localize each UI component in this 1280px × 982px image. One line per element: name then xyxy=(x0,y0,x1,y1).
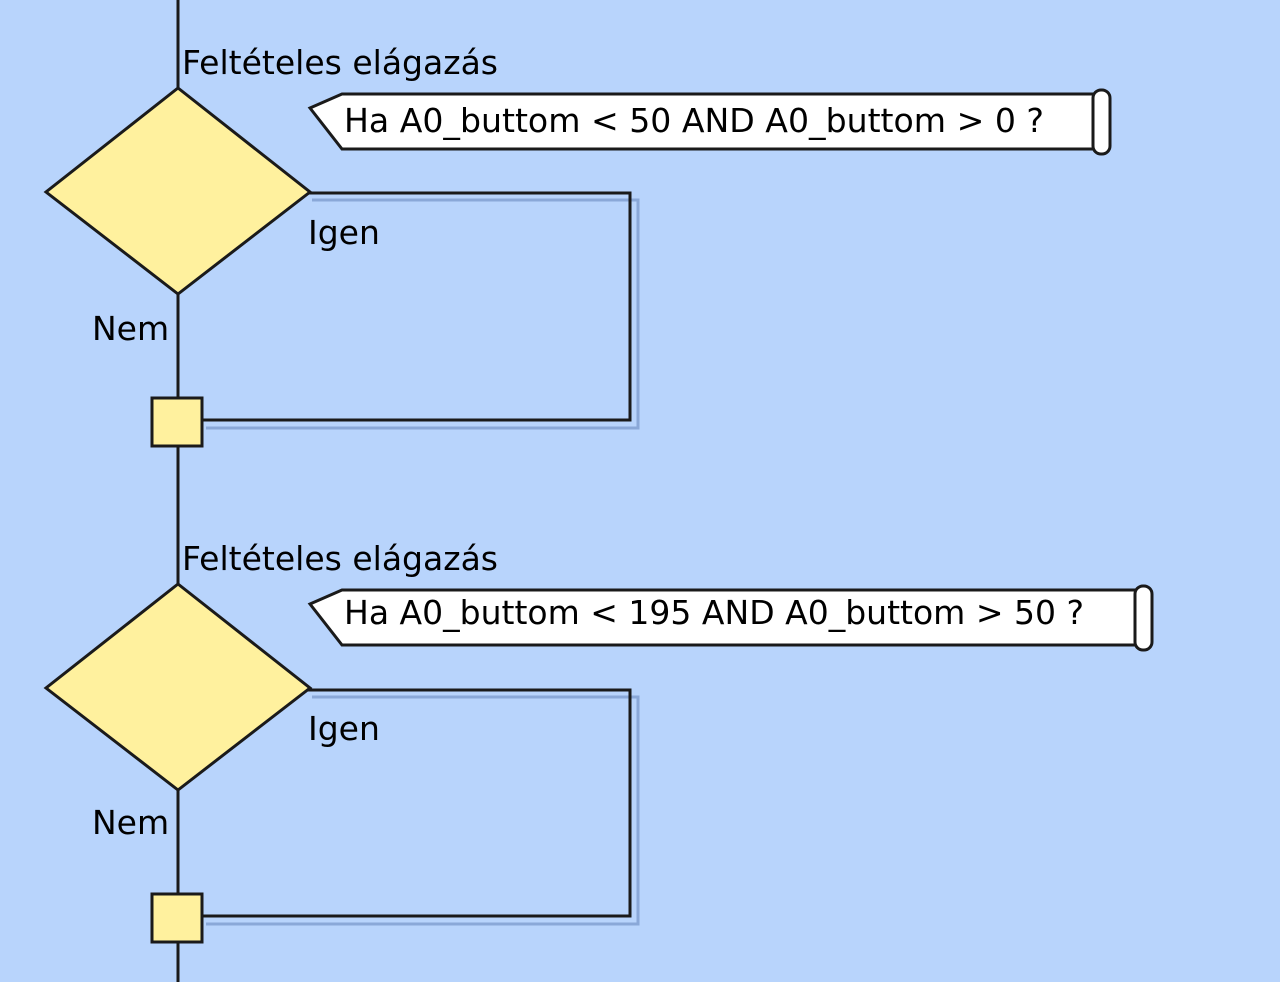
no-label: Nem xyxy=(92,803,169,842)
comment-scroll-end-2 xyxy=(1133,584,1154,652)
yes-label: Igen xyxy=(308,709,380,748)
yes-path-shadow-2 xyxy=(206,695,640,926)
decision-diamond-1[interactable] xyxy=(43,86,313,296)
branch-title: Feltételes elágazás xyxy=(182,43,498,82)
decision-diamond-2[interactable] xyxy=(43,582,313,792)
no-label: Nem xyxy=(92,309,169,348)
condition-text: Ha A0_buttom < 50 AND A0_buttom > 0 ? xyxy=(344,101,1044,140)
condition-text: Ha A0_buttom < 195 AND A0_buttom > 50 ? xyxy=(344,593,1084,632)
branch-1[interactable]: Ha A0_buttom < 50 AND A0_buttom > 0 ? Fe… xyxy=(43,43,1112,448)
branch-2[interactable]: Ha A0_buttom < 195 AND A0_buttom > 50 ? … xyxy=(43,539,1154,944)
comment-scroll-end-1 xyxy=(1091,88,1112,156)
condition-comment-1[interactable]: Ha A0_buttom < 50 AND A0_buttom > 0 ? xyxy=(307,88,1112,156)
yes-label: Igen xyxy=(308,213,380,252)
merge-node-2[interactable] xyxy=(150,892,204,944)
condition-comment-2[interactable]: Ha A0_buttom < 195 AND A0_buttom > 50 ? xyxy=(307,584,1154,652)
merge-node-1[interactable] xyxy=(150,396,204,448)
yes-path-shadow-1 xyxy=(206,198,640,430)
branch-title: Feltételes elágazás xyxy=(182,539,498,578)
yes-path-1 xyxy=(202,191,632,422)
yes-path-2 xyxy=(202,688,632,918)
